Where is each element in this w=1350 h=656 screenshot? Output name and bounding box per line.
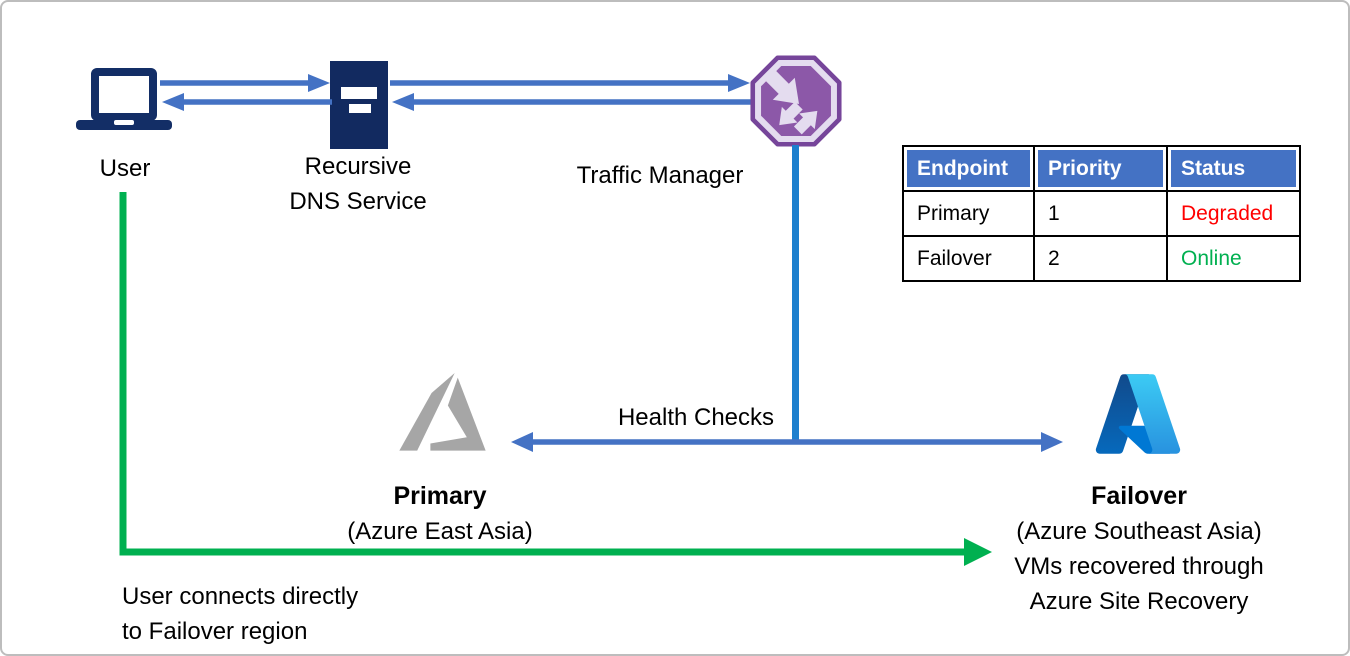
arrow-dns-to-user: [162, 93, 332, 111]
arrow-dns-to-traffic-manager: [390, 74, 750, 92]
user-direct-connect-arrow: [119, 192, 992, 566]
primary-subtitle: (Azure East Asia): [347, 518, 533, 545]
health-checks-label: Health Checks: [617, 404, 775, 431]
endpoint-status-table: Endpoint Priority Status Primary 1 Degra…: [902, 145, 1301, 282]
health-checks-arrow: [511, 432, 1063, 452]
azure-logo-gray-icon: [399, 373, 486, 451]
failover-title: Failover: [1091, 482, 1187, 510]
table-row: Failover 2 Online: [902, 235, 1301, 282]
traffic-manager-octagon-icon: [750, 55, 842, 147]
user-connects-note: User connects directly to Failover regio…: [122, 583, 359, 645]
table-header-status: Status: [1166, 145, 1301, 192]
cell-status: Degraded: [1166, 190, 1301, 237]
failover-description: (Azure Southeast Asia) VMs recovered thr…: [1014, 518, 1264, 615]
user-label: User: [99, 155, 151, 182]
cell-priority: 2: [1033, 235, 1168, 282]
table-header-row: Endpoint Priority Status: [902, 145, 1301, 192]
table-header-priority: Priority: [1033, 145, 1168, 192]
laptop-icon: [76, 68, 172, 130]
traffic-manager-health-line: [792, 145, 799, 444]
arrow-traffic-manager-to-dns: [392, 93, 752, 111]
cell-endpoint: Primary: [902, 190, 1035, 237]
azure-logo-blue-icon: [1095, 374, 1181, 454]
traffic-manager-label: Traffic Manager: [576, 162, 744, 189]
cell-endpoint: Failover: [902, 235, 1035, 282]
dns-label: Recursive DNS Service: [289, 153, 427, 215]
primary-title: Primary: [393, 482, 487, 510]
cell-priority: 1: [1033, 190, 1168, 237]
arrow-user-to-dns: [160, 74, 330, 92]
cell-status: Online: [1166, 235, 1301, 282]
table-row: Primary 1 Degraded: [902, 190, 1301, 237]
table-header-endpoint: Endpoint: [902, 145, 1035, 192]
server-icon: [330, 61, 388, 149]
